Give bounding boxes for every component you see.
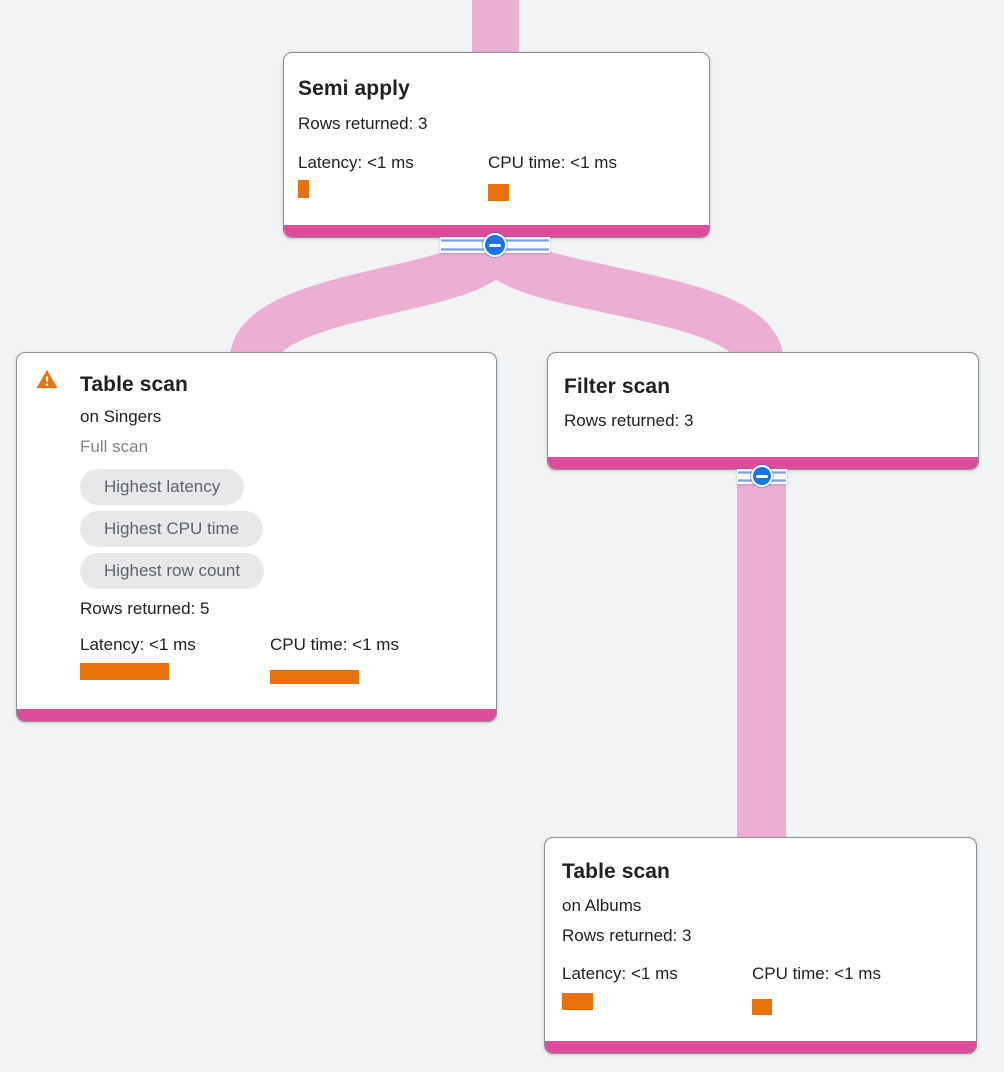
latency-metric: Latency: <1 ms bbox=[562, 962, 752, 1015]
latency-bar bbox=[80, 663, 169, 680]
node-subtitle: on Albums bbox=[562, 896, 642, 915]
cpu-time-label: CPU time: <1 ms bbox=[488, 153, 617, 172]
cpu-time-bar bbox=[270, 670, 359, 684]
cpu-metric: CPU time: <1 ms bbox=[752, 962, 942, 1015]
rows-returned: Rows returned: 5 bbox=[80, 599, 210, 618]
collapse-minus-icon[interactable] bbox=[483, 233, 507, 257]
badge-highest-cpu-time: Highest CPU time bbox=[80, 511, 264, 547]
badge-highest-row-count: Highest row count bbox=[80, 553, 265, 589]
node-card-filter-scan[interactable]: Filter scan Rows returned: 3 bbox=[547, 352, 979, 470]
latency-label: Latency: <1 ms bbox=[80, 635, 196, 654]
minus-glyph bbox=[756, 474, 768, 478]
node-accent-bar bbox=[548, 457, 978, 469]
rows-returned: Rows returned: 3 bbox=[562, 926, 692, 945]
node-subtitle: on Singers bbox=[80, 407, 162, 426]
node-title: Semi apply bbox=[298, 77, 410, 100]
node-accent-bar bbox=[284, 225, 709, 237]
cpu-time-label: CPU time: <1 ms bbox=[752, 964, 881, 983]
node-title: Table scan bbox=[80, 373, 188, 396]
latency-label: Latency: <1 ms bbox=[562, 964, 678, 983]
minus-glyph bbox=[489, 243, 501, 247]
badge-row: Highest CPU time bbox=[80, 511, 480, 547]
latency-metric: Latency: <1 ms bbox=[80, 633, 270, 684]
cpu-metric: CPU time: <1 ms bbox=[488, 151, 678, 201]
latency-metric: Latency: <1 ms bbox=[298, 151, 488, 201]
edge-semi-apply-to-table-scan-singers bbox=[229, 234, 518, 366]
node-card-semi-apply[interactable]: Semi apply Rows returned: 3 Latency: <1 … bbox=[283, 52, 710, 238]
badge-row: Highest latency bbox=[80, 469, 480, 505]
node-accent-bar bbox=[545, 1041, 976, 1053]
edge-semi-apply-to-filter-scan bbox=[473, 234, 784, 366]
latency-bar bbox=[562, 993, 593, 1010]
collapse-toggle-semi-apply[interactable] bbox=[440, 233, 550, 257]
badge-row: Highest row count bbox=[80, 553, 480, 589]
node-title: Table scan bbox=[562, 860, 670, 883]
node-card-table-scan-singers[interactable]: Table scan on Singers Full scan Highest … bbox=[16, 352, 497, 722]
badge-highest-latency: Highest latency bbox=[80, 469, 245, 505]
cpu-metric: CPU time: <1 ms bbox=[270, 633, 460, 684]
warning-icon bbox=[36, 369, 58, 394]
node-title: Filter scan bbox=[564, 375, 671, 398]
collapse-minus-icon[interactable] bbox=[751, 465, 773, 487]
collapse-toggle-filter-scan[interactable] bbox=[737, 465, 787, 487]
latency-bar bbox=[298, 180, 309, 198]
rows-returned: Rows returned: 3 bbox=[564, 411, 694, 430]
latency-label: Latency: <1 ms bbox=[298, 153, 414, 172]
cpu-time-bar bbox=[752, 999, 772, 1015]
cpu-time-bar bbox=[488, 184, 509, 201]
node-card-table-scan-albums[interactable]: Table scan on Albums Rows returned: 3 La… bbox=[544, 837, 977, 1054]
cpu-time-label: CPU time: <1 ms bbox=[270, 635, 399, 654]
rows-returned: Rows returned: 3 bbox=[298, 114, 428, 133]
scan-type-label: Full scan bbox=[80, 437, 149, 456]
node-accent-bar bbox=[17, 709, 496, 721]
